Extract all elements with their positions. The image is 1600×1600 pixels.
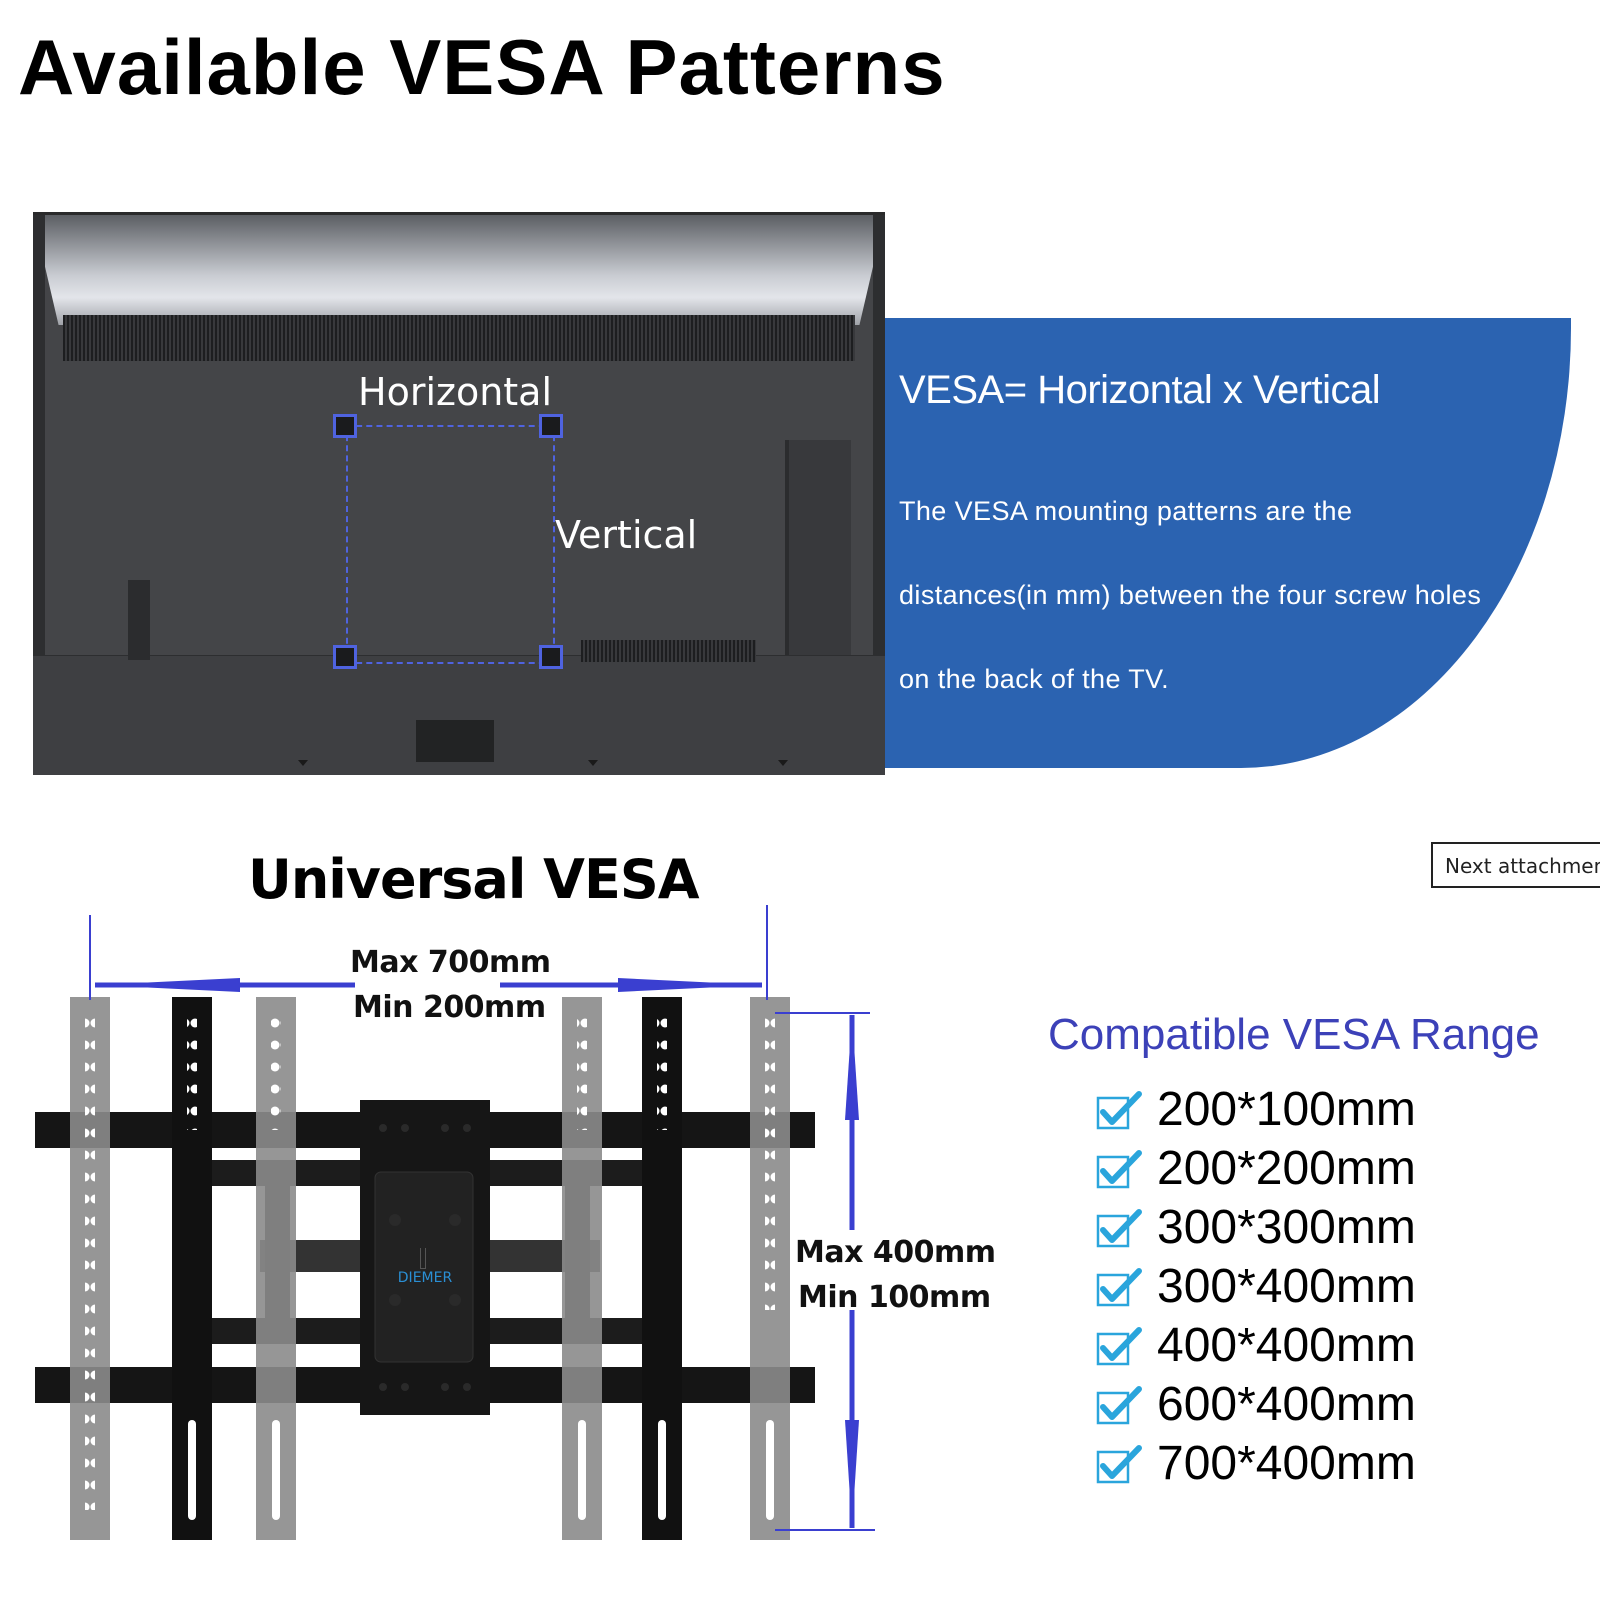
- tv-back-image: Horizontal Vertical: [33, 212, 885, 775]
- checkbox-checked-icon: [1096, 1208, 1142, 1247]
- checkbox-checked-icon: [1096, 1149, 1142, 1188]
- width-min-label: Min 200mm: [353, 990, 546, 1025]
- vesa-size-value: 700*400mm: [1157, 1437, 1416, 1490]
- checkbox-checked-icon: [1096, 1090, 1142, 1129]
- vesa-pattern-outline: [346, 425, 555, 664]
- vesa-size-value: 600*400mm: [1157, 1378, 1416, 1431]
- mount-bracket-inner-left: [256, 997, 296, 1540]
- mount-bracket-black-left: [172, 997, 212, 1540]
- wall-mount-diagram: [35, 905, 875, 1540]
- tv-top-vent: [63, 315, 855, 361]
- tv-top-bezel: [33, 215, 885, 325]
- height-min-label: Min 100mm: [798, 1280, 991, 1315]
- vesa-formula-heading: VESA= Horizontal x Vertical: [899, 368, 1381, 412]
- vesa-size-value: 200*100mm: [1157, 1083, 1416, 1136]
- checkbox-checked-icon: [1096, 1444, 1142, 1483]
- mount-bracket-outer-right: [750, 997, 790, 1540]
- checkbox-checked-icon: [1096, 1326, 1142, 1365]
- wall-plate-holes: [379, 1124, 471, 1391]
- vertical-label: Vertical: [555, 513, 698, 557]
- checkbox-checked-icon: [1096, 1385, 1142, 1424]
- vesa-description-line: on the back of the TV.: [899, 664, 1169, 694]
- tv-foot-marker: [778, 760, 788, 766]
- vesa-description-line: The VESA mounting patterns are the: [899, 496, 1353, 526]
- height-max-label: Max 400mm: [795, 1235, 996, 1270]
- list-item: 700*400mm: [1095, 1434, 1416, 1493]
- screw-hole-icon: [539, 414, 563, 438]
- vesa-description-line: distances(in mm) between the four screw …: [899, 580, 1482, 610]
- tv-port-panel: [128, 580, 150, 660]
- tv-lower-vent: [581, 640, 756, 662]
- list-item: 600*400mm: [1095, 1375, 1416, 1434]
- vesa-size-value: 300*400mm: [1157, 1260, 1416, 1313]
- wall-plate-inner: [374, 1171, 474, 1363]
- checkbox-checked-icon: [1096, 1267, 1142, 1306]
- list-item: 400*400mm: [1095, 1316, 1416, 1375]
- tv-side-panel: [785, 440, 851, 655]
- screw-hole-icon: [333, 414, 357, 438]
- tv-stand-mount: [416, 720, 494, 762]
- width-max-label: Max 700mm: [350, 945, 551, 980]
- screw-hole-icon: [333, 645, 357, 669]
- height-dimension-arrow: [775, 1012, 875, 1531]
- mount-bracket-outer-left: [70, 997, 110, 1540]
- tv-frame-right: [873, 215, 885, 775]
- horizontal-label: Horizontal: [358, 370, 553, 414]
- tv-frame-left: [33, 215, 45, 775]
- vesa-size-value: 200*200mm: [1157, 1142, 1416, 1195]
- compatible-range-list: 200*100mm 200*200mm 300*300mm 300*400mm …: [1095, 1080, 1416, 1493]
- tv-foot-marker: [588, 760, 598, 766]
- page-title: Available VESA Patterns: [18, 23, 946, 111]
- tv-foot-marker: [298, 760, 308, 766]
- mount-bracket-black-right: [642, 997, 682, 1540]
- vesa-size-value: 400*400mm: [1157, 1319, 1416, 1372]
- vesa-size-value: 300*300mm: [1157, 1201, 1416, 1254]
- list-item: 300*400mm: [1095, 1257, 1416, 1316]
- list-item: 200*100mm: [1095, 1080, 1416, 1139]
- compatible-range-title: Compatible VESA Range: [1048, 1010, 1540, 1059]
- screw-hole-icon: [539, 645, 563, 669]
- mount-bracket-inner-right: [562, 997, 602, 1540]
- list-item: 200*200mm: [1095, 1139, 1416, 1198]
- width-dimension-arrow: [89, 905, 768, 1000]
- list-item: 300*300mm: [1095, 1198, 1416, 1257]
- universal-vesa-title: Universal VESA: [248, 848, 700, 911]
- next-attachment-button[interactable]: Next attachment: [1431, 842, 1600, 888]
